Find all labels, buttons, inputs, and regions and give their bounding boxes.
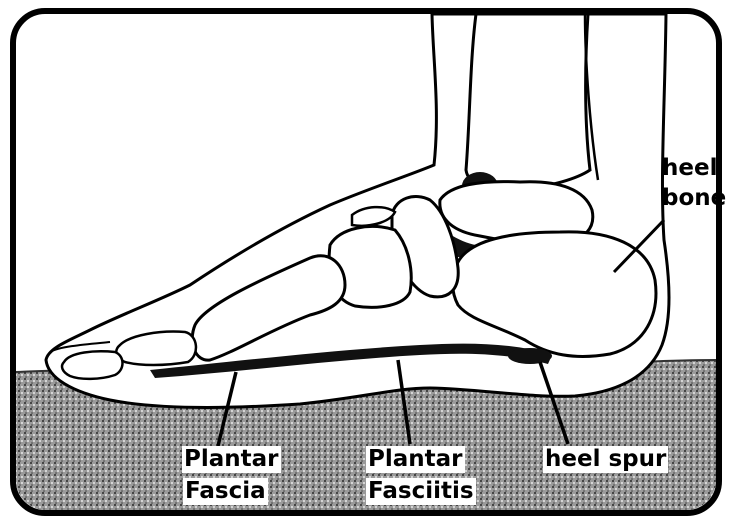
plantar-fascia-label-line1: Plantar xyxy=(182,446,281,473)
tibia-bone xyxy=(466,14,590,191)
heel-bone-label-line2: bone xyxy=(662,185,726,212)
distal-phalanx xyxy=(62,351,123,379)
heel-bone-label-line1: heel xyxy=(662,155,717,182)
heel-spur-label: heel spur xyxy=(543,446,668,473)
plantar-fasciitis-label-line1: Plantar xyxy=(366,446,465,473)
plantar-fasciitis-label-line2: Fasciitis xyxy=(366,478,476,505)
plantar-fascia-label-line2: Fascia xyxy=(183,478,268,505)
